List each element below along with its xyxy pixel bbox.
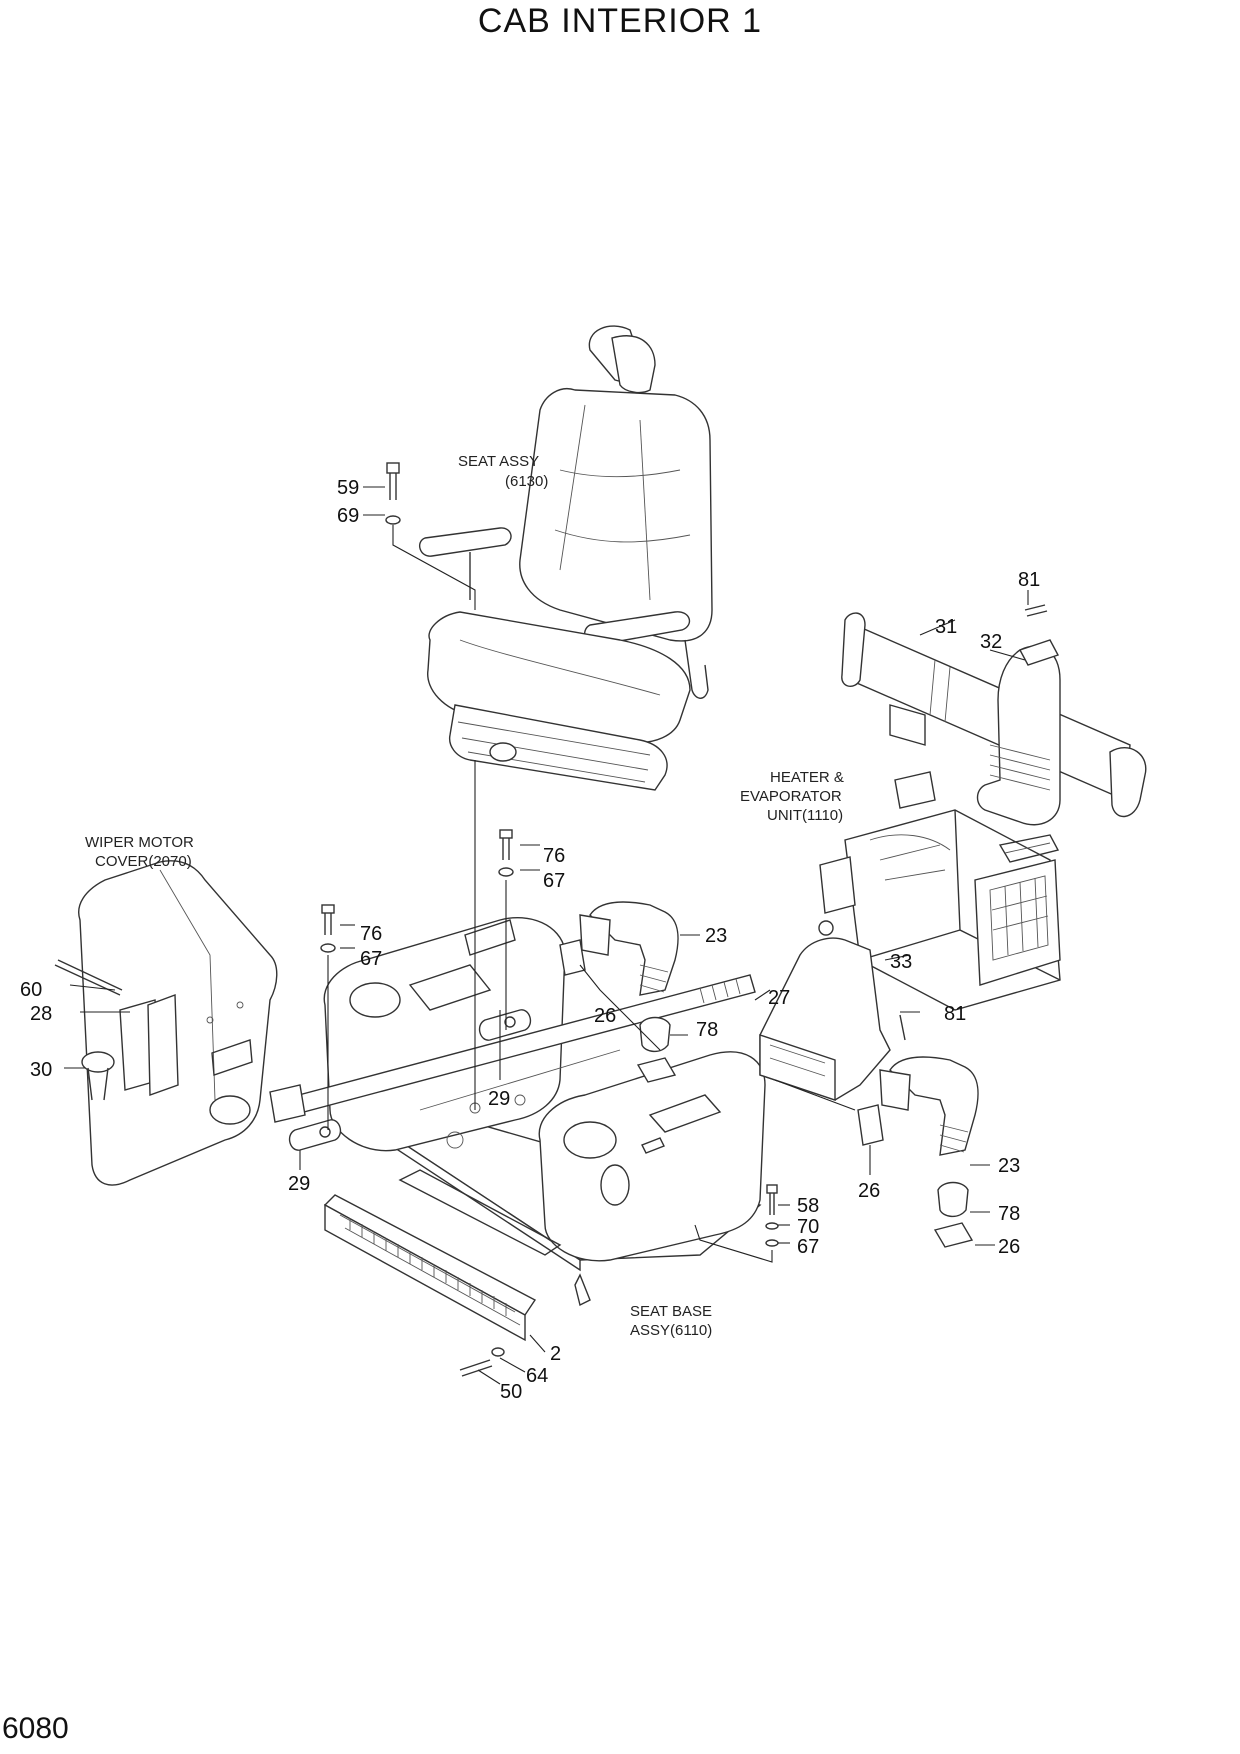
callout-67-lower: 67 [360, 948, 382, 970]
callout-31: 31 [935, 616, 957, 638]
heater-note-line1: HEATER & [770, 769, 844, 786]
callout-81-top: 81 [1018, 569, 1040, 591]
louver-26-upper [559, 939, 586, 976]
callout-30: 30 [30, 1059, 52, 1081]
callout-2: 2 [550, 1343, 561, 1365]
page-number: 6080 [2, 1712, 69, 1745]
wiper-note-line2: COVER(2070) [95, 853, 192, 870]
seat-base-note-line1: SEAT BASE [630, 1303, 712, 1320]
wiper-motor-cover [78, 860, 278, 1186]
callout-23-lower: 23 [998, 1155, 1020, 1177]
heater-note-line3: UNIT(1110) [767, 807, 843, 824]
callout-78-lower: 78 [998, 1203, 1020, 1225]
callout-50: 50 [500, 1381, 522, 1403]
collar-78-lower [937, 1181, 969, 1218]
assembly-notes: SEAT ASSY (6130) HEATER & EVAPORATOR UNI… [85, 453, 844, 1339]
page-title: CAB INTERIOR 1 [477, 2, 763, 40]
callout-64: 64 [526, 1365, 548, 1387]
callout-76-lower: 76 [360, 923, 382, 945]
small-parts [559, 939, 974, 1248]
callout-29-left: 29 [288, 1173, 310, 1195]
air-duct-hose [269, 974, 756, 1123]
callout-32: 32 [980, 631, 1002, 653]
callout-67-bottom: 67 [797, 1236, 819, 1258]
part-callouts: 59 69 81 31 32 76 67 76 67 60 28 30 23 2… [20, 477, 1040, 1403]
callout-29-center: 29 [488, 1088, 510, 1110]
seat-base-console [323, 916, 766, 1342]
louver-26-bottom [933, 1222, 974, 1248]
louver-26-lower [857, 1104, 884, 1146]
duct-33 [759, 937, 891, 1101]
callout-27: 27 [768, 987, 790, 1009]
callout-28: 28 [30, 1003, 52, 1025]
seat-assembly [418, 325, 713, 791]
heater-note-line2: EVAPORATOR [740, 788, 842, 805]
callout-67-upper: 67 [543, 870, 565, 892]
wiper-note-line1: WIPER MOTOR [85, 834, 194, 851]
elbow-hose-lower [879, 1056, 979, 1156]
heater-evaporator-unit [818, 771, 1061, 1011]
callout-23-upper: 23 [705, 925, 727, 947]
collar-78-upper [639, 1016, 671, 1053]
callout-26-upper: 26 [594, 1005, 616, 1027]
seat-assy-note-line2: (6130) [505, 473, 548, 490]
seat-base-note-line2: ASSY(6110) [630, 1322, 712, 1339]
callout-60: 60 [20, 979, 42, 1001]
leader-lines [64, 486, 1029, 1385]
callout-26-bottom: 26 [998, 1236, 1020, 1258]
callout-58: 58 [797, 1195, 819, 1217]
callout-81-lower: 81 [944, 1003, 966, 1025]
callout-78-upper: 78 [696, 1019, 718, 1041]
duct-32 [976, 639, 1061, 826]
fasteners [54, 462, 1048, 1377]
callout-33: 33 [890, 951, 912, 973]
elbow-hose-upper [579, 901, 679, 996]
callout-69: 69 [337, 505, 359, 527]
callout-26-lower: 26 [858, 1180, 880, 1202]
callout-76-upper: 76 [543, 845, 565, 867]
callout-59: 59 [337, 477, 359, 499]
louver-26-mid [636, 1057, 677, 1083]
seat-assy-note-line1: SEAT ASSY [458, 453, 539, 470]
callout-70: 70 [797, 1216, 819, 1238]
